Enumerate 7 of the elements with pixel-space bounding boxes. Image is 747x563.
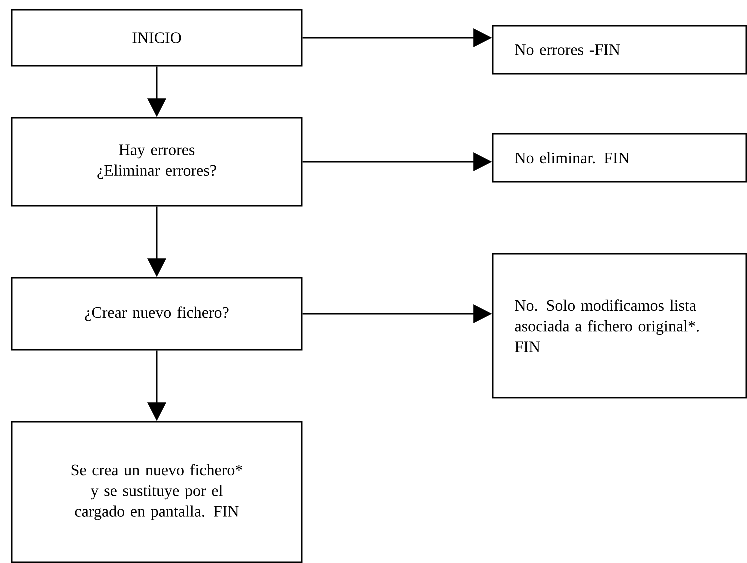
process-box: Hay errores ¿Eliminar errores? [11,117,303,207]
process-box: ¿Crear nuevo fichero? [11,277,303,351]
process-box: No errores -FIN [492,25,747,75]
process-box: Se crea un nuevo fichero* y se sustituye por el cargado en pantalla. FIN [11,421,303,563]
process-box: INICIO [11,9,303,67]
process-box: No eliminar. FIN [492,133,747,183]
process-box: No. Solo modificamos lista asociada a fichero original*. FIN [492,253,747,399]
